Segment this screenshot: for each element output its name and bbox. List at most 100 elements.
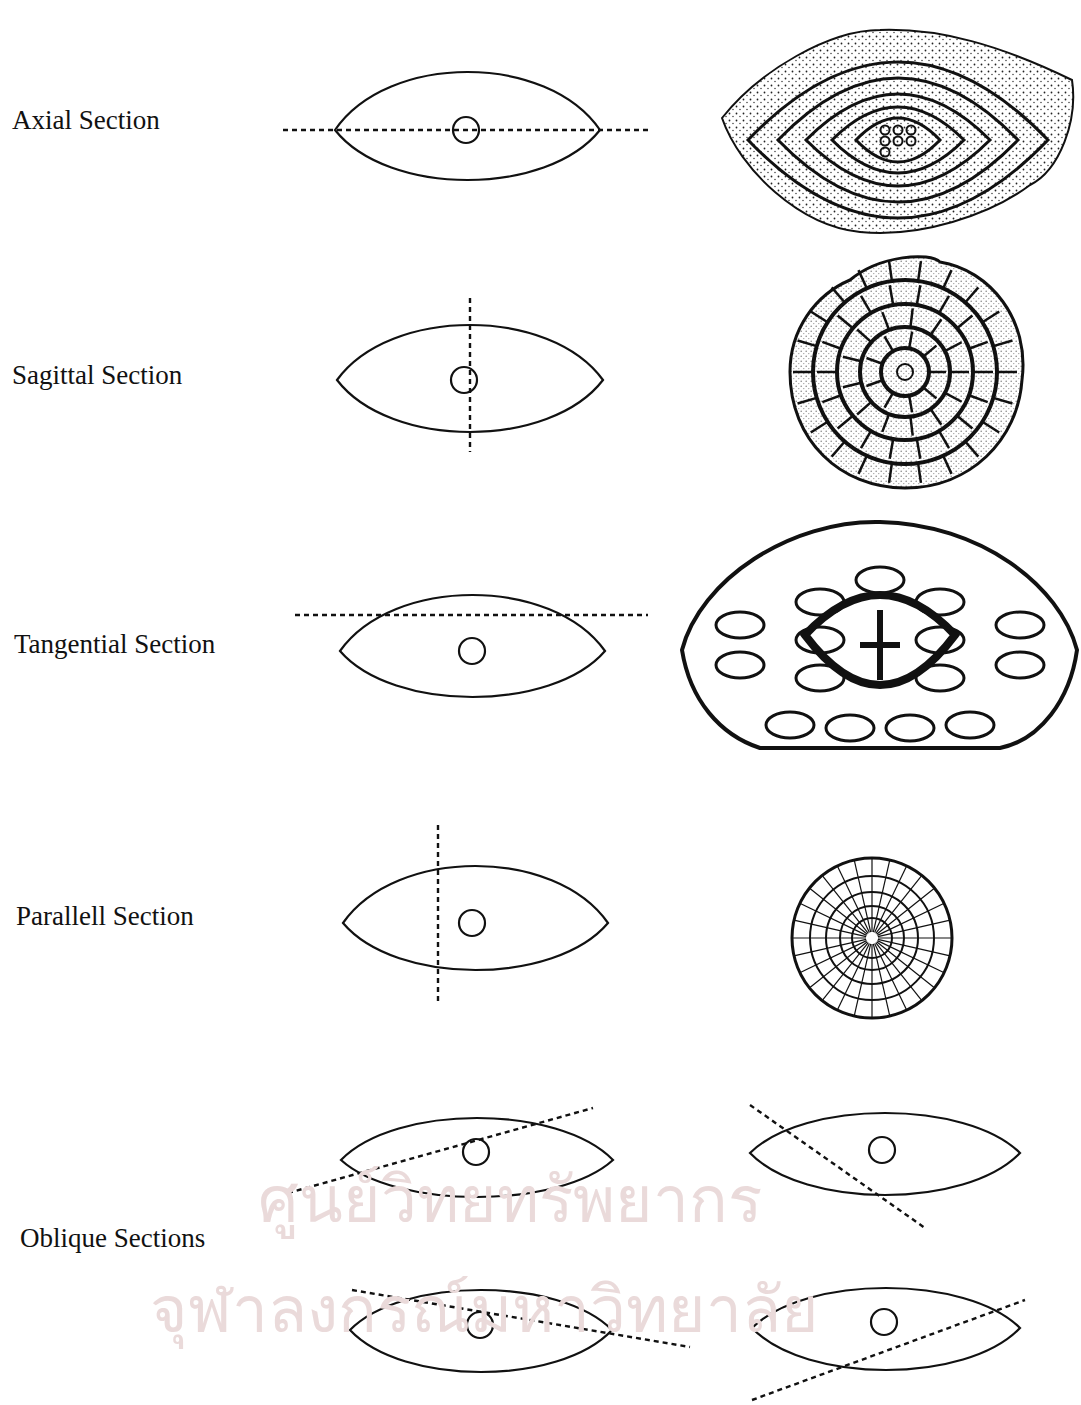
- septum: [993, 398, 1012, 404]
- section-cut-line: [283, 129, 648, 131]
- septum: [843, 383, 861, 388]
- septum: [854, 944, 870, 1015]
- septum: [993, 340, 1012, 346]
- septum: [943, 456, 951, 474]
- section-label: Tangential Section: [14, 630, 215, 660]
- section-cut-line: [469, 298, 471, 452]
- septum: [866, 380, 882, 386]
- watermark: ศูนย์วิทยทรัพยากร: [258, 1165, 762, 1235]
- septum: [877, 904, 943, 936]
- septum: [878, 939, 949, 955]
- septum: [817, 371, 837, 374]
- septum: [854, 861, 870, 932]
- axial-chamber: [894, 137, 903, 146]
- proloculus-circle: [463, 1139, 489, 1165]
- axial-whorl: [806, 94, 990, 186]
- chamber: [716, 652, 764, 678]
- septum: [890, 439, 893, 459]
- proloculus-circle: [871, 1309, 897, 1335]
- axis-mark: [860, 642, 900, 648]
- axial-chamber: [881, 126, 890, 135]
- axial-chamber: [881, 148, 890, 157]
- chamber: [916, 589, 964, 615]
- septum: [910, 308, 912, 327]
- sagittal-fossil: [790, 257, 1023, 488]
- test-outline: [340, 595, 605, 697]
- septum: [957, 315, 972, 328]
- septum: [910, 417, 912, 436]
- septum: [858, 456, 866, 474]
- septum: [873, 944, 889, 1015]
- chamber: [716, 612, 764, 638]
- chamber: [796, 627, 844, 653]
- septum: [882, 414, 889, 432]
- septum: [931, 409, 942, 425]
- septum: [793, 937, 866, 938]
- septum: [885, 336, 894, 351]
- section-cut-line: [295, 614, 648, 616]
- septum: [795, 920, 866, 936]
- septum: [838, 315, 853, 328]
- septum: [811, 422, 828, 433]
- test-outline: [750, 1113, 1020, 1195]
- chamber: [826, 715, 874, 741]
- proloculus: [897, 364, 913, 380]
- axial-chamber: [894, 126, 903, 135]
- chamber: [946, 712, 994, 738]
- septum: [838, 416, 853, 429]
- chamber: [766, 712, 814, 738]
- axial-chamber: [907, 137, 916, 146]
- septum: [939, 296, 949, 313]
- sagittal-whorl: [860, 327, 950, 417]
- septum: [798, 398, 817, 404]
- septum: [969, 395, 988, 402]
- septum: [923, 387, 936, 398]
- axial-whorl: [778, 78, 1018, 202]
- chamber: [796, 665, 844, 691]
- test-outline: [335, 72, 600, 180]
- septum: [878, 937, 951, 938]
- septum: [882, 312, 889, 330]
- axial-whorl: [856, 118, 940, 162]
- septum: [823, 876, 869, 933]
- septum: [917, 439, 920, 459]
- axial-whorl: [832, 107, 964, 173]
- septum: [795, 939, 866, 955]
- section-label: Sagittal Section: [12, 361, 182, 391]
- septum: [861, 296, 871, 313]
- tangential-fossil: [682, 522, 1077, 748]
- septum: [822, 342, 841, 349]
- septum: [871, 859, 872, 932]
- section-label: Oblique Sections: [20, 1224, 205, 1254]
- chamber: [856, 567, 904, 593]
- septum: [969, 342, 988, 349]
- septum: [997, 371, 1017, 374]
- septum: [982, 311, 999, 322]
- axial-chamber: [907, 126, 916, 135]
- chamber: [916, 627, 964, 653]
- proloculus-circle: [451, 367, 477, 393]
- tangential-whorl: [805, 595, 955, 685]
- septum: [973, 371, 993, 374]
- septum: [798, 340, 817, 346]
- septum: [838, 867, 870, 933]
- septum: [918, 463, 921, 483]
- septum: [909, 396, 912, 413]
- watermark: จุฬาลงกรณ์มหาวิทยาลัย: [150, 1275, 819, 1345]
- chamber: [916, 665, 964, 691]
- septum: [909, 332, 912, 349]
- septum: [877, 889, 934, 935]
- septum: [866, 358, 882, 364]
- chamber: [996, 612, 1044, 638]
- septum: [945, 342, 962, 351]
- test-outline: [343, 866, 608, 970]
- septum: [965, 287, 978, 302]
- septum: [861, 431, 871, 448]
- septum: [857, 402, 871, 415]
- septum: [875, 943, 907, 1009]
- septum: [858, 270, 866, 288]
- septum: [832, 287, 845, 302]
- septum: [889, 463, 892, 483]
- septum: [939, 431, 949, 448]
- septum: [950, 371, 969, 374]
